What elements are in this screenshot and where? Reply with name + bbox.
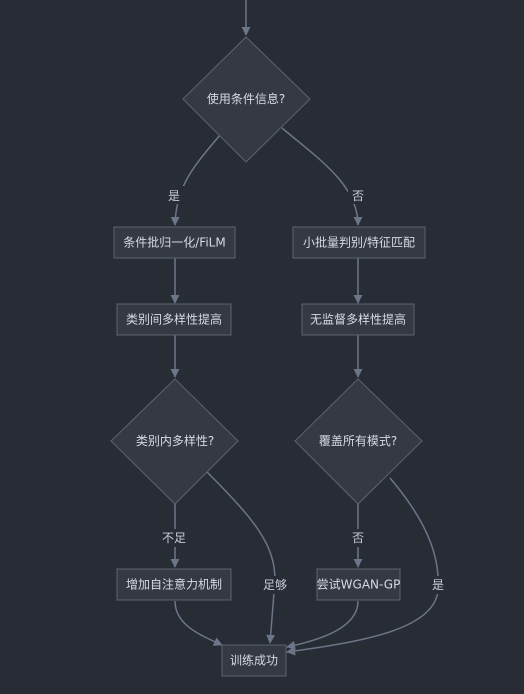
edge-use-condition-yes <box>170 134 221 226</box>
decision-cover-modes: 覆盖所有模式? <box>294 378 423 505</box>
edge-use-condition-no <box>281 127 363 226</box>
edge-label-yes-1: 是 <box>168 189 180 203</box>
node-try-wgan: 尝试WGAN-GP <box>316 568 401 601</box>
node-unsup-diversity-label: 无监督多样性提高 <box>310 312 406 327</box>
edge-cover-yes <box>286 477 439 656</box>
node-cond-batchnorm: 条件批归一化/FiLM <box>113 226 236 259</box>
node-add-attention: 增加自注意力机制 <box>116 568 232 601</box>
node-minibatch-disc: 小批量判别/特征匹配 <box>292 226 426 259</box>
edge-attention-to-success <box>174 600 223 646</box>
node-train-success-label: 训练成功 <box>230 653 278 668</box>
edge-label-no-1: 否 <box>352 189 364 203</box>
decision-cover-modes-label: 覆盖所有模式? <box>319 434 397 448</box>
edge-label-insufficient: 不足 <box>162 531 186 545</box>
decision-use-condition: 使用条件信息? <box>182 36 311 163</box>
node-minibatch-disc-label: 小批量判别/特征匹配 <box>303 235 415 250</box>
edge-label-enough: 足够 <box>263 578 287 592</box>
node-train-success: 训练成功 <box>221 644 287 677</box>
edge-wgan-to-success <box>286 600 359 650</box>
edge-intra-enough <box>206 471 276 644</box>
node-try-wgan-label: 尝试WGAN-GP <box>317 577 401 592</box>
node-inter-class-label: 类别间多样性提高 <box>126 312 222 327</box>
decision-intra-class-label: 类别内多样性? <box>136 433 214 448</box>
node-cond-batchnorm-label: 条件批归一化/FiLM <box>123 235 225 250</box>
decision-use-condition-label: 使用条件信息? <box>207 91 285 106</box>
node-inter-class: 类别间多样性提高 <box>116 303 232 336</box>
edge-label-no-2: 否 <box>352 531 364 545</box>
node-unsup-diversity: 无监督多样性提高 <box>301 303 415 336</box>
edge-label-yes-2: 是 <box>432 578 444 592</box>
decision-intra-class: 类别内多样性? <box>110 378 239 505</box>
node-add-attention-label: 增加自注意力机制 <box>126 577 222 592</box>
